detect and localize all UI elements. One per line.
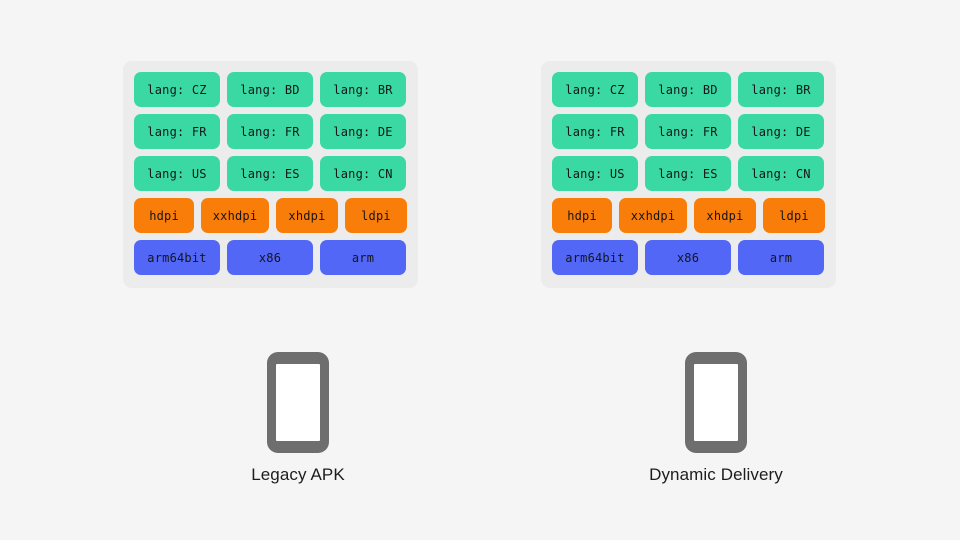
chip-abi[interactable]: arm64bit — [552, 240, 638, 275]
phone-screen — [276, 364, 320, 441]
chip-row-density: hdpi xxhdpi xhdpi ldpi — [134, 198, 407, 233]
chip-density[interactable]: xhdpi — [693, 198, 756, 233]
chip-abi[interactable]: arm — [320, 240, 406, 275]
chip-row-lang-2: lang: FR lang: FR lang: DE — [552, 114, 825, 149]
phone-screen — [694, 364, 738, 441]
chip-row-lang-3: lang: US lang: ES lang: CN — [134, 156, 407, 191]
chip-lang[interactable]: lang: ES — [227, 156, 313, 191]
phone-icon — [267, 352, 329, 453]
chip-lang[interactable]: lang: FR — [645, 114, 731, 149]
chip-lang[interactable]: lang: CZ — [552, 72, 638, 107]
chip-row-abi: arm64bit x86 arm — [134, 240, 407, 275]
chip-lang[interactable]: lang: CZ — [134, 72, 220, 107]
chip-density[interactable]: hdpi — [134, 198, 195, 233]
caption-legacy-apk: Legacy APK — [251, 465, 345, 484]
caption-dynamic-delivery: Dynamic Delivery — [649, 465, 783, 484]
chip-density[interactable]: xhdpi — [275, 198, 338, 233]
chip-panel-legacy-apk: lang: CZ lang: BD lang: BR lang: FR lang… — [123, 61, 418, 288]
chip-density[interactable]: xxhdpi — [201, 198, 269, 233]
chip-density[interactable]: hdpi — [552, 198, 613, 233]
chip-lang[interactable]: lang: DE — [738, 114, 824, 149]
chip-lang[interactable]: lang: CN — [738, 156, 824, 191]
chip-row-abi: arm64bit x86 arm — [552, 240, 825, 275]
chip-row-lang-1: lang: CZ lang: BD lang: BR — [552, 72, 825, 107]
phone-icon — [685, 352, 747, 453]
chip-row-lang-1: lang: CZ lang: BD lang: BR — [134, 72, 407, 107]
chip-lang[interactable]: lang: BD — [645, 72, 731, 107]
chip-density[interactable]: ldpi — [762, 198, 825, 233]
phone-illustration-wrap-legacy-apk — [88, 352, 508, 453]
chip-row-density: hdpi xxhdpi xhdpi ldpi — [552, 198, 825, 233]
chip-lang[interactable]: lang: BD — [227, 72, 313, 107]
phone-illustration-wrap-dynamic-delivery — [506, 352, 926, 453]
variant-column-legacy-apk: lang: CZ lang: BD lang: BR lang: FR lang… — [88, 0, 508, 540]
chip-row-lang-2: lang: FR lang: FR lang: DE — [134, 114, 407, 149]
chip-abi[interactable]: x86 — [227, 240, 313, 275]
chip-lang[interactable]: lang: CN — [320, 156, 406, 191]
chip-lang[interactable]: lang: US — [134, 156, 220, 191]
chip-lang[interactable]: lang: FR — [134, 114, 220, 149]
chip-abi[interactable]: arm64bit — [134, 240, 220, 275]
chip-lang[interactable]: lang: BR — [320, 72, 406, 107]
variant-column-dynamic-delivery: lang: CZ lang: BD lang: BR lang: FR lang… — [506, 0, 926, 540]
chip-lang[interactable]: lang: ES — [645, 156, 731, 191]
chip-abi[interactable]: x86 — [645, 240, 731, 275]
chip-lang[interactable]: lang: FR — [552, 114, 638, 149]
chip-lang[interactable]: lang: US — [552, 156, 638, 191]
chip-panel-dynamic-delivery: lang: CZ lang: BD lang: BR lang: FR lang… — [541, 61, 836, 288]
chip-lang[interactable]: lang: FR — [227, 114, 313, 149]
chip-row-lang-3: lang: US lang: ES lang: CN — [552, 156, 825, 191]
chip-lang[interactable]: lang: BR — [738, 72, 824, 107]
chip-abi[interactable]: arm — [738, 240, 824, 275]
chip-lang[interactable]: lang: DE — [320, 114, 406, 149]
chip-density[interactable]: xxhdpi — [619, 198, 687, 233]
chip-density[interactable]: ldpi — [344, 198, 407, 233]
